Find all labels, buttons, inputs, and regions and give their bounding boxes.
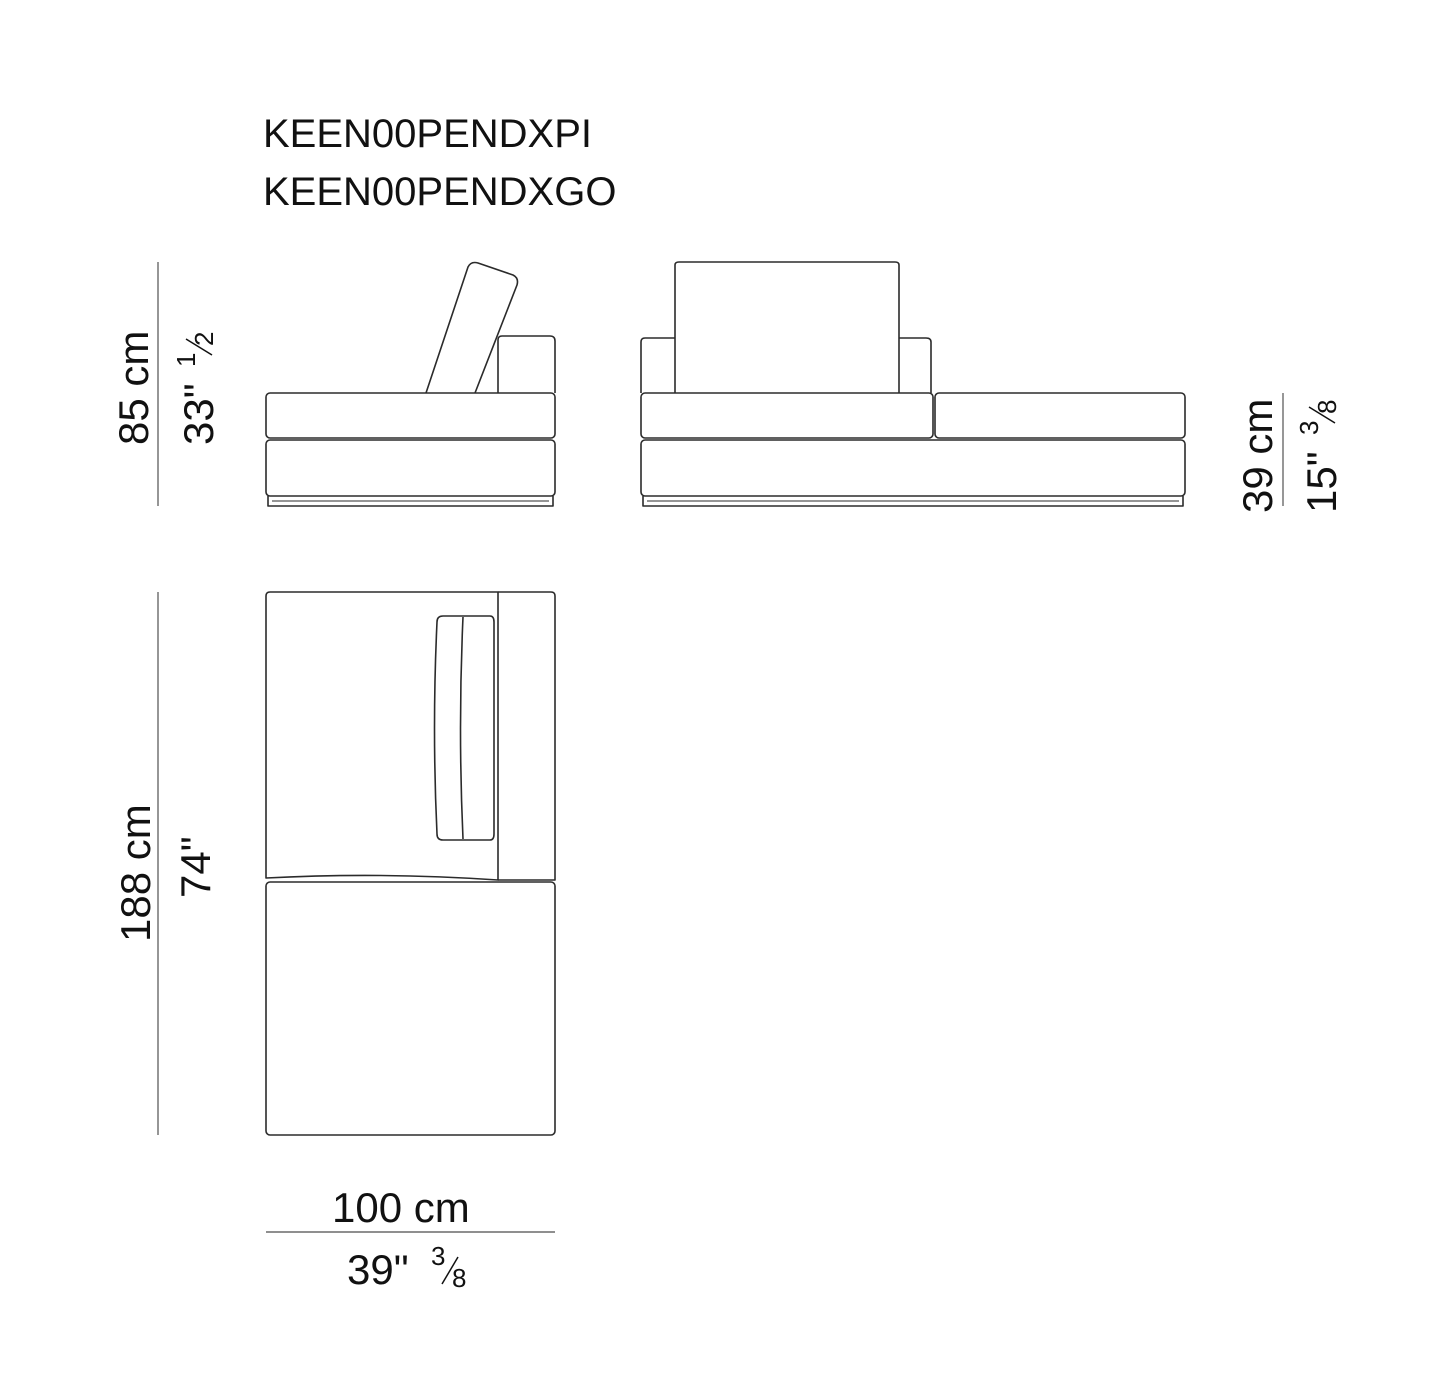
side-seat-cushion	[265, 392, 556, 439]
depth-imperial: 74"	[172, 836, 219, 898]
top-seat-upper	[265, 591, 499, 881]
depth-metric: 188 cm	[112, 804, 159, 942]
front-armrest-right	[899, 337, 932, 393]
depth-dimension: 188 cm 74"	[112, 592, 219, 1135]
front-base	[640, 439, 1186, 497]
top-chaise-cushion	[265, 881, 556, 1136]
side-armrest	[497, 335, 556, 393]
side-base	[265, 439, 556, 497]
product-code-2: KEEN00PENDXGO	[263, 170, 616, 214]
side-backrest	[425, 261, 519, 394]
top-armrest	[498, 591, 556, 881]
seat-height-fraction-den: 8	[1312, 400, 1342, 414]
side-plinth	[267, 496, 554, 507]
top-view	[265, 591, 556, 1136]
front-plinth	[642, 496, 1184, 507]
product-code-1: KEEN00PENDXPI	[263, 112, 592, 156]
width-fraction-den: 8	[452, 1263, 466, 1293]
front-back-cushion	[674, 261, 900, 393]
seat-height-imperial: 15"	[1298, 451, 1345, 513]
front-armrest-left	[640, 337, 675, 393]
width-imperial: 39"	[347, 1246, 409, 1293]
height-imperial: 33"	[175, 383, 222, 445]
top-back-cushion-outer	[433, 615, 495, 841]
top-back-cushion-divider	[459, 616, 464, 840]
height-fraction-num: 1	[171, 353, 201, 367]
height-fraction-den: 2	[189, 332, 219, 346]
height-dimension: 85 cm 33" 1 2	[110, 262, 222, 506]
front-view	[640, 261, 1186, 507]
seat-height-fraction-num: 3	[1294, 421, 1324, 435]
width-metric: 100 cm	[332, 1184, 470, 1231]
seat-height-dimension: 39 cm 15" 3 8	[1234, 393, 1345, 513]
seat-height-metric: 39 cm	[1234, 399, 1281, 513]
width-fraction-num: 3	[431, 1241, 445, 1271]
side-view	[265, 261, 556, 507]
front-seat-cushion-right	[934, 392, 1186, 439]
front-seat-cushion-left	[640, 392, 934, 439]
height-metric: 85 cm	[110, 331, 157, 445]
width-dimension: 100 cm 39" 3 8	[266, 1184, 555, 1293]
